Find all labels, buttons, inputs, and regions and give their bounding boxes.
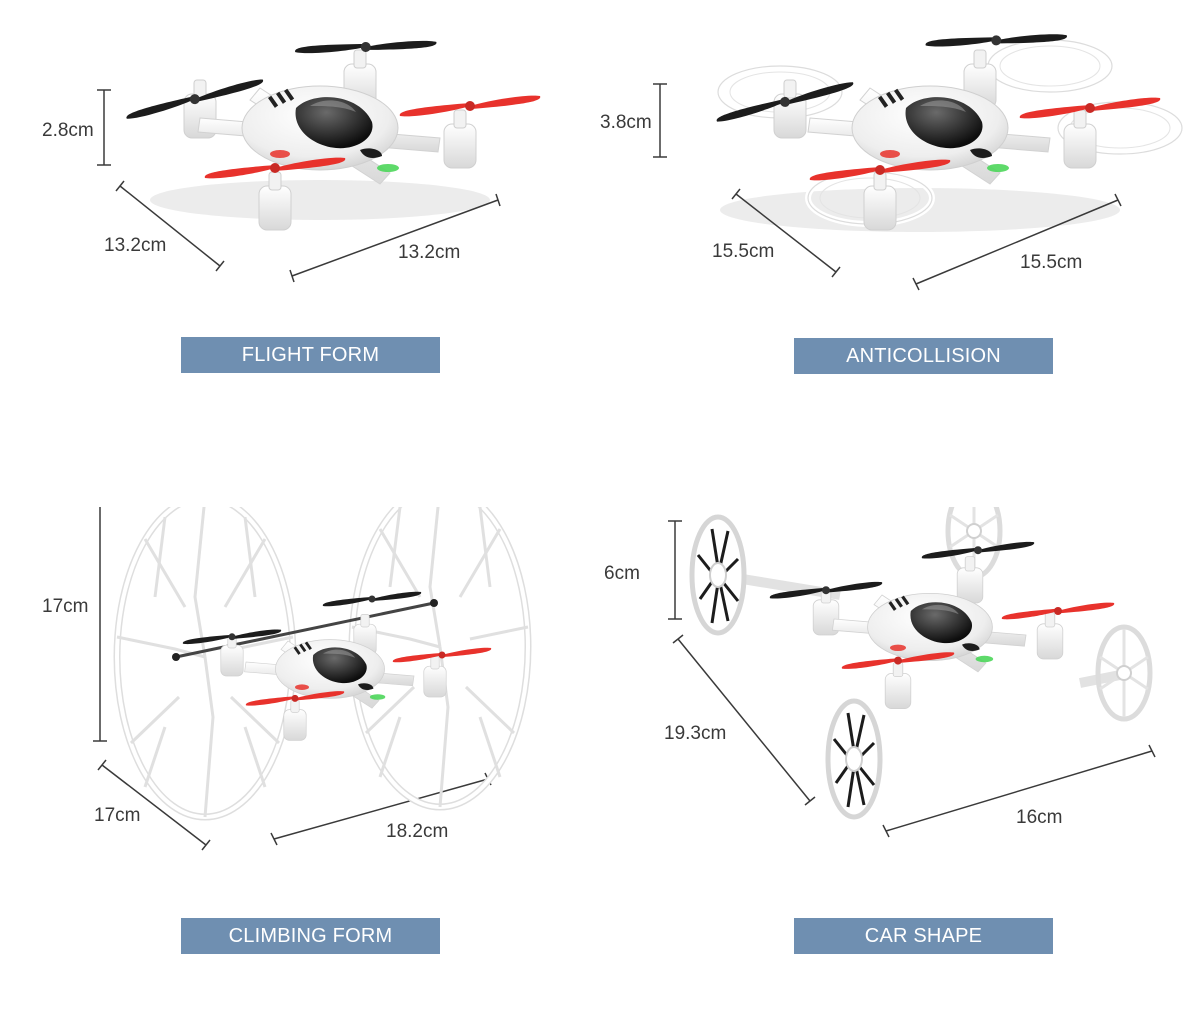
panel-climbing-form: 17cm 17cm 18.2cm CLIMBING FORM: [0, 507, 600, 1014]
anticollision-illustration: [653, 25, 1200, 291]
width-dimension: 16cm: [1016, 807, 1063, 828]
panel-flight-form: 2.8cm 13.2cm 13.2cm FLIGHT FORM: [0, 0, 600, 507]
depth-dimension: 13.2cm: [104, 235, 167, 256]
height-dimension: 6cm: [604, 563, 640, 584]
height-dimension: 2.8cm: [42, 120, 94, 141]
dimension-lines: [93, 507, 492, 851]
drone-climbing: [117, 507, 528, 817]
dimension-lines: [653, 83, 1122, 291]
width-dimension: 18.2cm: [386, 821, 449, 842]
form-label-climbing: CLIMBING FORM: [181, 918, 440, 954]
form-label-car: CAR SHAPE: [794, 918, 1053, 954]
width-dimension: 15.5cm: [1020, 252, 1083, 273]
panel-car-shape: 6cm 19.3cm 16cm CAR SHAPE: [600, 507, 1200, 1014]
dimension-lines: [97, 89, 501, 283]
climbing-form-illustration: [93, 507, 600, 851]
flight-form-illustration: [97, 31, 541, 283]
depth-dimension: 15.5cm: [712, 241, 775, 262]
drone-car: [692, 507, 1150, 817]
width-dimension: 13.2cm: [398, 242, 461, 263]
depth-dimension: 17cm: [94, 805, 141, 826]
form-label-anticollision: ANTICOLLISION: [794, 338, 1053, 374]
form-label-flight: FLIGHT FORM: [181, 337, 440, 373]
height-dimension: 17cm: [42, 596, 89, 617]
panel-anticollision: 3.8cm 15.5cm 15.5cm ANTICOLLISION: [600, 0, 1200, 507]
car-shape-illustration: [668, 507, 1156, 838]
depth-dimension: 19.3cm: [664, 723, 727, 744]
dimension-lines: [668, 520, 1156, 838]
height-dimension: 3.8cm: [600, 112, 652, 133]
